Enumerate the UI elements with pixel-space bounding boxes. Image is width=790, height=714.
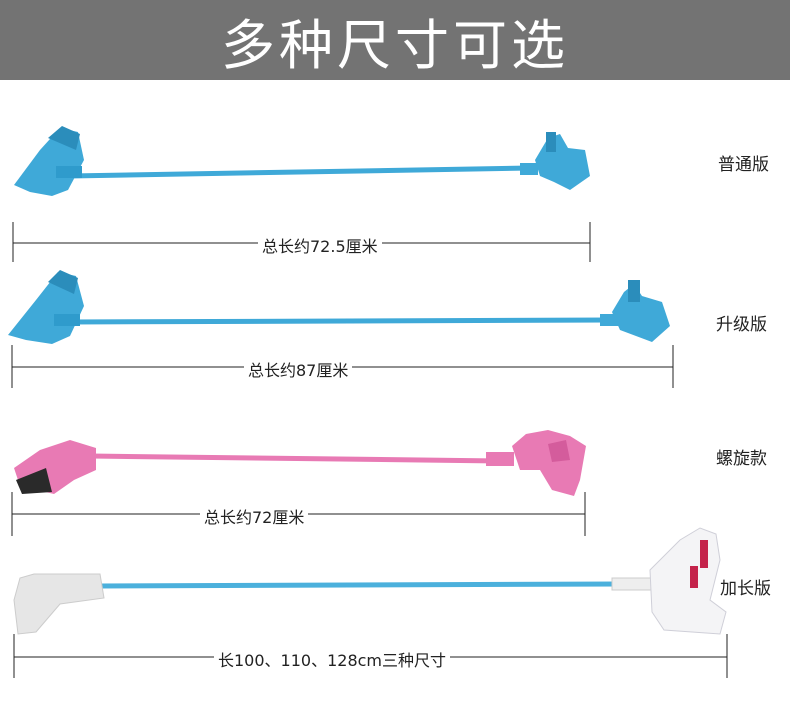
banner-title: 多种尺寸可选 <box>221 13 569 77</box>
product-upgraded-holder <box>8 270 670 344</box>
version-label-standard: 普通版 <box>718 155 769 175</box>
product-extended-holder <box>13 527 727 635</box>
product-spiral-holder <box>14 430 586 496</box>
title-banner: 多种尺寸可选 <box>0 0 790 80</box>
products-illustration <box>8 126 728 678</box>
version-label-extended: 加长版 <box>720 579 771 599</box>
length-label-extended: 长100、110、128cm三种尺寸 <box>214 647 451 671</box>
version-label-spiral: 螺旋款 <box>716 449 767 469</box>
length-label-standard: 总长约72.5厘米 <box>258 233 382 257</box>
product-standard-holder <box>14 126 590 196</box>
version-label-upgraded: 升级版 <box>716 315 767 335</box>
length-label-spiral: 总长约72厘米 <box>200 504 309 528</box>
length-label-upgraded: 总长约87厘米 <box>244 357 353 381</box>
